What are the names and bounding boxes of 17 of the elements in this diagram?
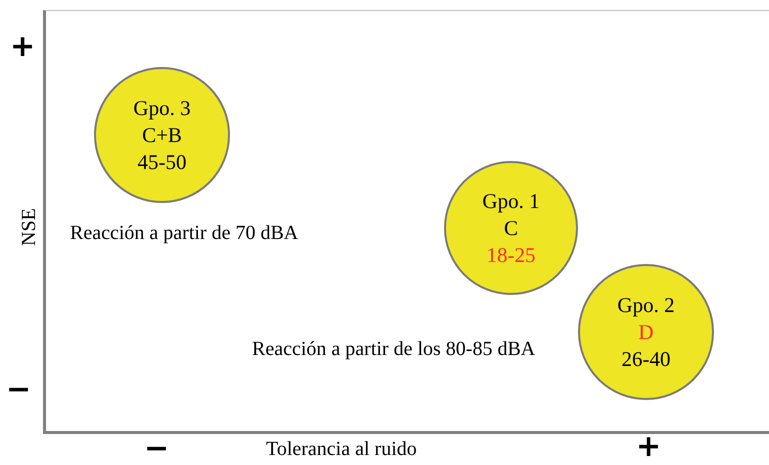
plus-sign: + bbox=[636, 432, 662, 462]
group-text: D bbox=[638, 318, 654, 346]
axis-title: Tolerancia al ruido bbox=[266, 438, 417, 461]
group-text: Gpo. 1 bbox=[482, 188, 540, 214]
group-text: Gpo. 2 bbox=[617, 292, 675, 318]
group-text: C+B bbox=[142, 122, 182, 148]
group-text: 45-50 bbox=[138, 148, 186, 176]
minus-sign: − bbox=[6, 375, 32, 405]
axis-title: NSE bbox=[18, 208, 41, 246]
annotation-text: Reacción a partir de 70 dBA bbox=[70, 222, 298, 245]
group-text: 18-25 bbox=[486, 242, 536, 268]
group-text: C bbox=[504, 214, 518, 242]
plus-sign: + bbox=[10, 32, 36, 62]
annotation-text: Reacción a partir de los 80-85 dBA bbox=[252, 338, 536, 361]
group-text: 26-40 bbox=[622, 346, 670, 372]
minus-sign: − bbox=[144, 434, 170, 464]
group-text: Gpo. 3 bbox=[133, 94, 191, 122]
